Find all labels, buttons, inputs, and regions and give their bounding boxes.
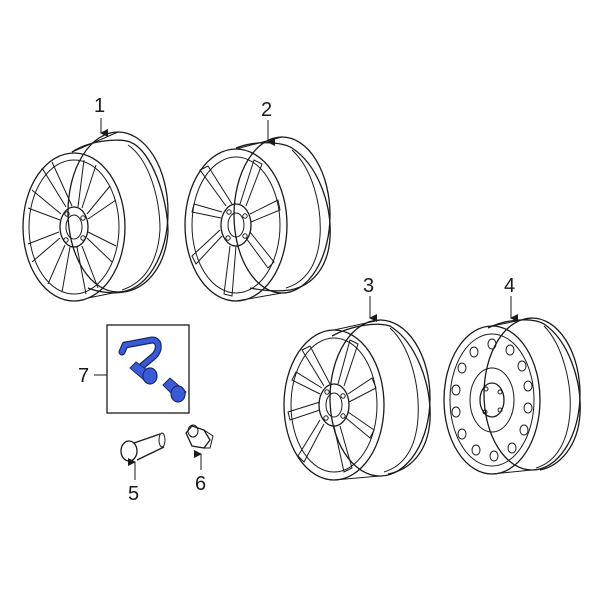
callout-2: 2 xyxy=(261,99,272,121)
valve-cap xyxy=(162,377,187,403)
lug-nut[interactable] xyxy=(185,424,214,449)
callout-4: 4 xyxy=(504,275,515,297)
sensor-kit-box[interactable] xyxy=(106,324,190,414)
wheel-4[interactable] xyxy=(443,317,581,475)
wheel-3[interactable] xyxy=(283,319,431,481)
valve-stem xyxy=(129,361,158,385)
callout-lines xyxy=(94,118,518,480)
callout-3: 3 xyxy=(363,275,374,297)
callout-6: 6 xyxy=(195,473,206,495)
callout-1: 1 xyxy=(94,95,105,117)
callout-7: 7 xyxy=(78,365,89,387)
wheel-stud[interactable] xyxy=(120,432,166,462)
callout-5: 5 xyxy=(128,483,139,505)
wheel-2[interactable] xyxy=(184,136,331,302)
wheel-1[interactable] xyxy=(22,131,169,302)
